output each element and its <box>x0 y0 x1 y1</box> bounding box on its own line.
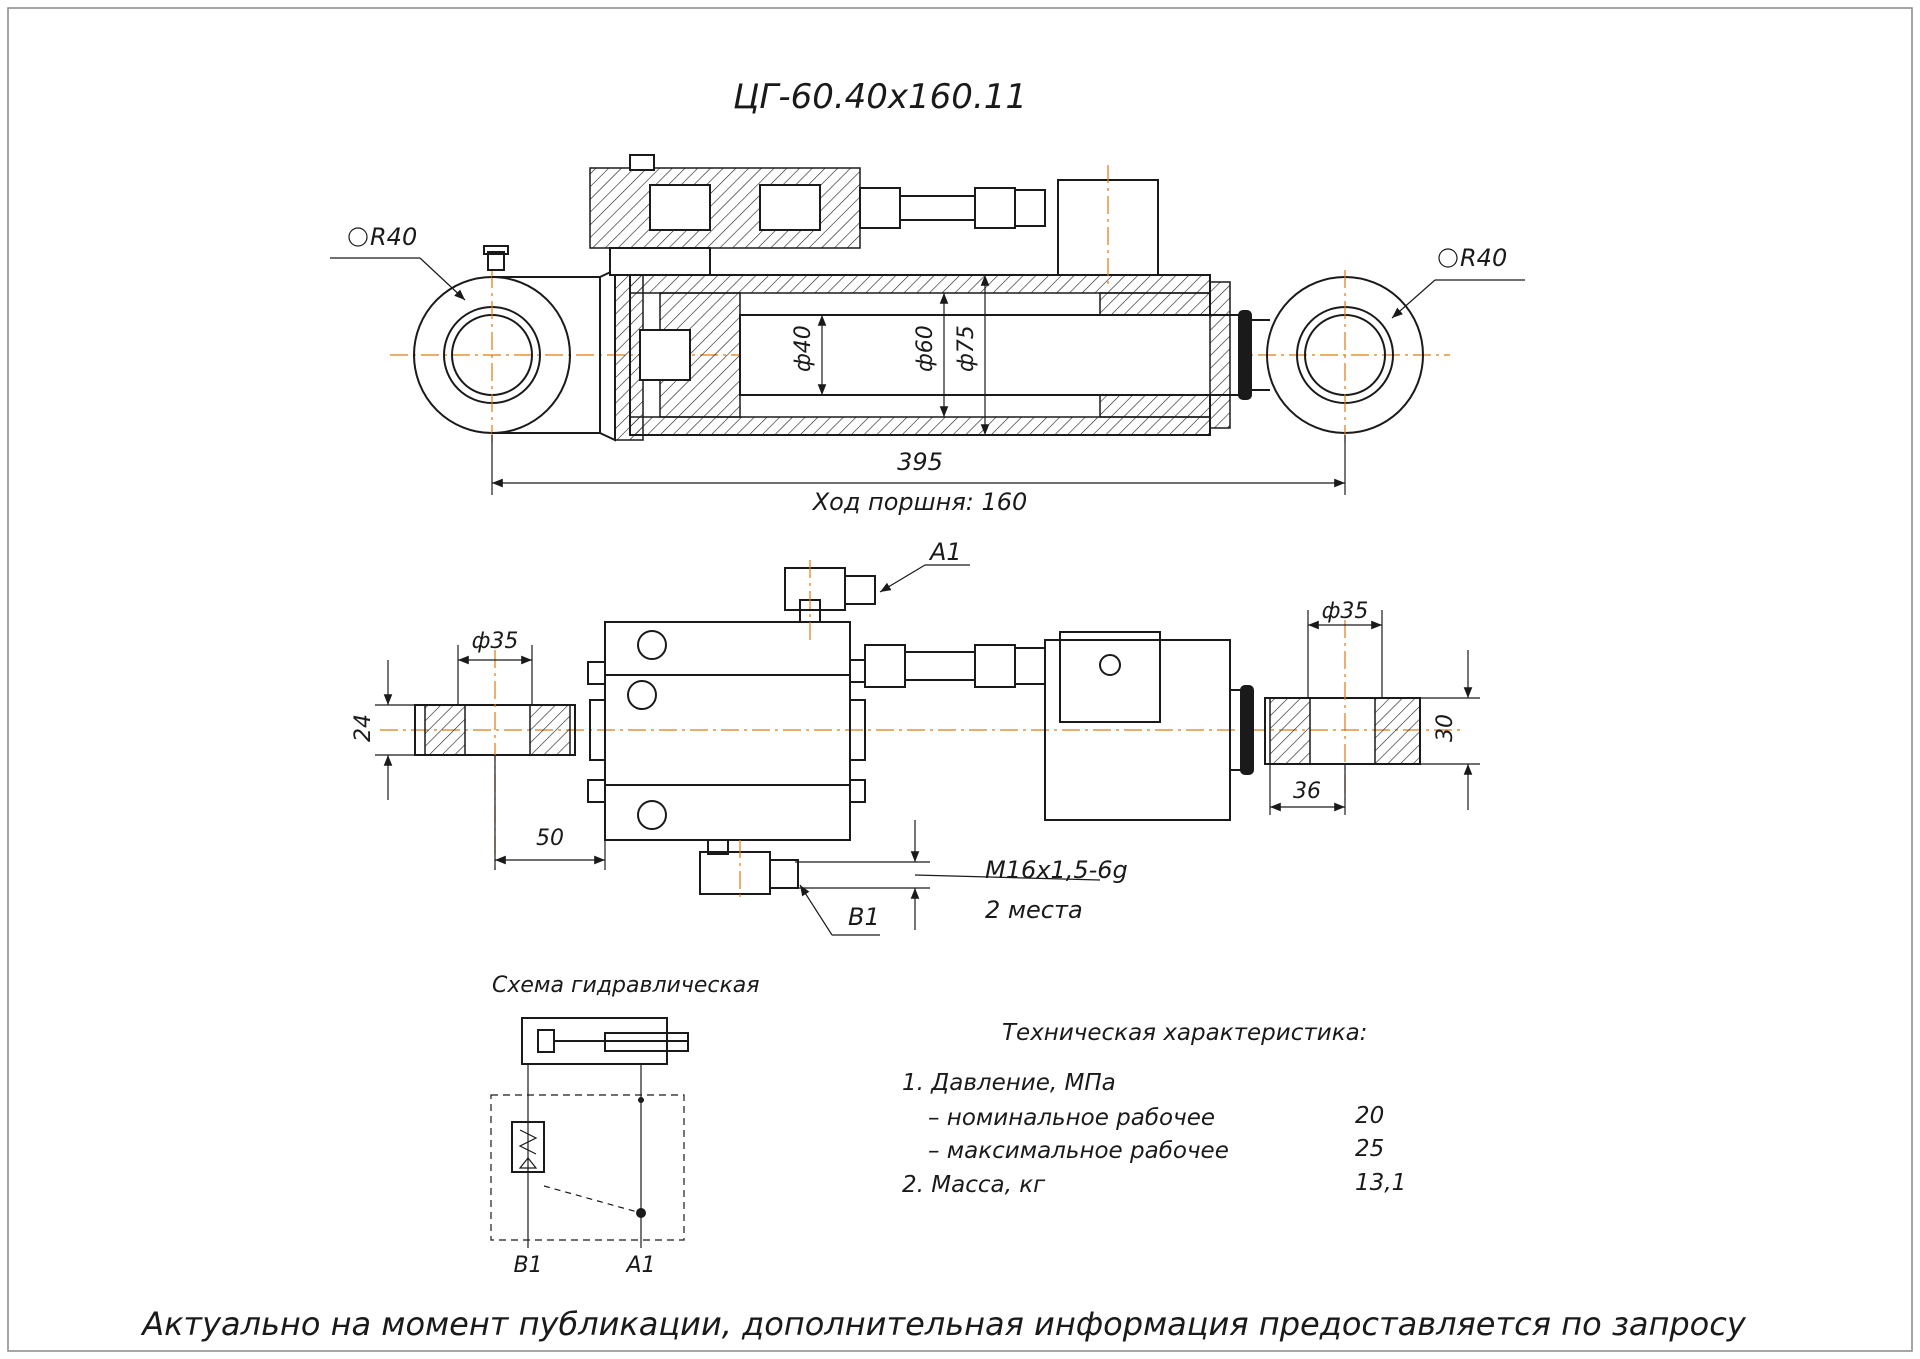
radius-leaders <box>330 227 1525 319</box>
top-view: ф40 ф60 ф75 <box>330 154 1525 516</box>
drawing-title: ЦГ-60.40х160.11 <box>733 77 1027 117</box>
scheme-title: Схема гидравлическая <box>492 973 759 998</box>
spec-row-value: 13,1 <box>1355 1170 1406 1196</box>
spec-block: Техническая характеристика: 1. Давление,… <box>902 1020 1406 1198</box>
port-a1-label: A1 <box>928 538 962 566</box>
radius-left-label: R40 <box>370 223 417 251</box>
valve-block-side <box>587 560 876 900</box>
hydraulic-scheme: Схема гидравлическая B1 A1 <box>490 973 759 1278</box>
footer-note: Актуально на момент публикации, дополнит… <box>140 1305 1747 1343</box>
dia-bore-label: ф60 <box>913 325 938 372</box>
dia-outer-label: ф75 <box>954 325 979 372</box>
left-eye <box>413 245 616 445</box>
spec-title: Техническая характеристика: <box>1002 1020 1367 1046</box>
length-label: 395 <box>897 448 943 476</box>
width-left-label: 24 <box>351 714 376 742</box>
cylinder-side <box>1044 631 1254 821</box>
left-eye-side <box>414 650 576 870</box>
port-b1-label: B1 <box>848 903 880 931</box>
spec-row-label: 1. Давление, МПа <box>902 1070 1116 1096</box>
right-eye-side <box>1264 620 1421 800</box>
scheme-port-b1: B1 <box>513 1253 542 1278</box>
side-view: ф35 ф35 24 30 50 36 A1 B1 <box>351 538 1480 936</box>
scheme-node <box>636 1208 646 1218</box>
right-eye <box>1252 270 1424 445</box>
stroke-label: Ход поршня: 160 <box>811 488 1028 516</box>
dia-right-side-label: ф35 <box>1322 599 1369 624</box>
radius-right-label: R40 <box>1460 244 1507 272</box>
spec-row-label: 2. Масса, кг <box>902 1172 1046 1198</box>
thread-label: М16х1,5-6g <box>985 856 1128 884</box>
spec-row-label: – номинальное рабочее <box>928 1105 1215 1131</box>
spec-row-label: – максимальное рабочее <box>928 1138 1229 1164</box>
scheme-port-a1: A1 <box>624 1253 655 1278</box>
valve-block-top <box>589 154 1159 285</box>
dim-50-label: 50 <box>536 826 564 851</box>
dia-left-side-label: ф35 <box>472 629 519 654</box>
spec-row-value: 25 <box>1355 1136 1384 1162</box>
dim-36-label: 36 <box>1293 779 1321 804</box>
thread-count-label: 2 места <box>985 896 1083 924</box>
sheet-frame <box>7 7 1913 1352</box>
width-right-label: 30 <box>1433 714 1458 742</box>
dia-rod-label: ф40 <box>791 325 816 372</box>
spec-row-value: 20 <box>1355 1103 1384 1129</box>
cylinder-section <box>614 259 1252 441</box>
